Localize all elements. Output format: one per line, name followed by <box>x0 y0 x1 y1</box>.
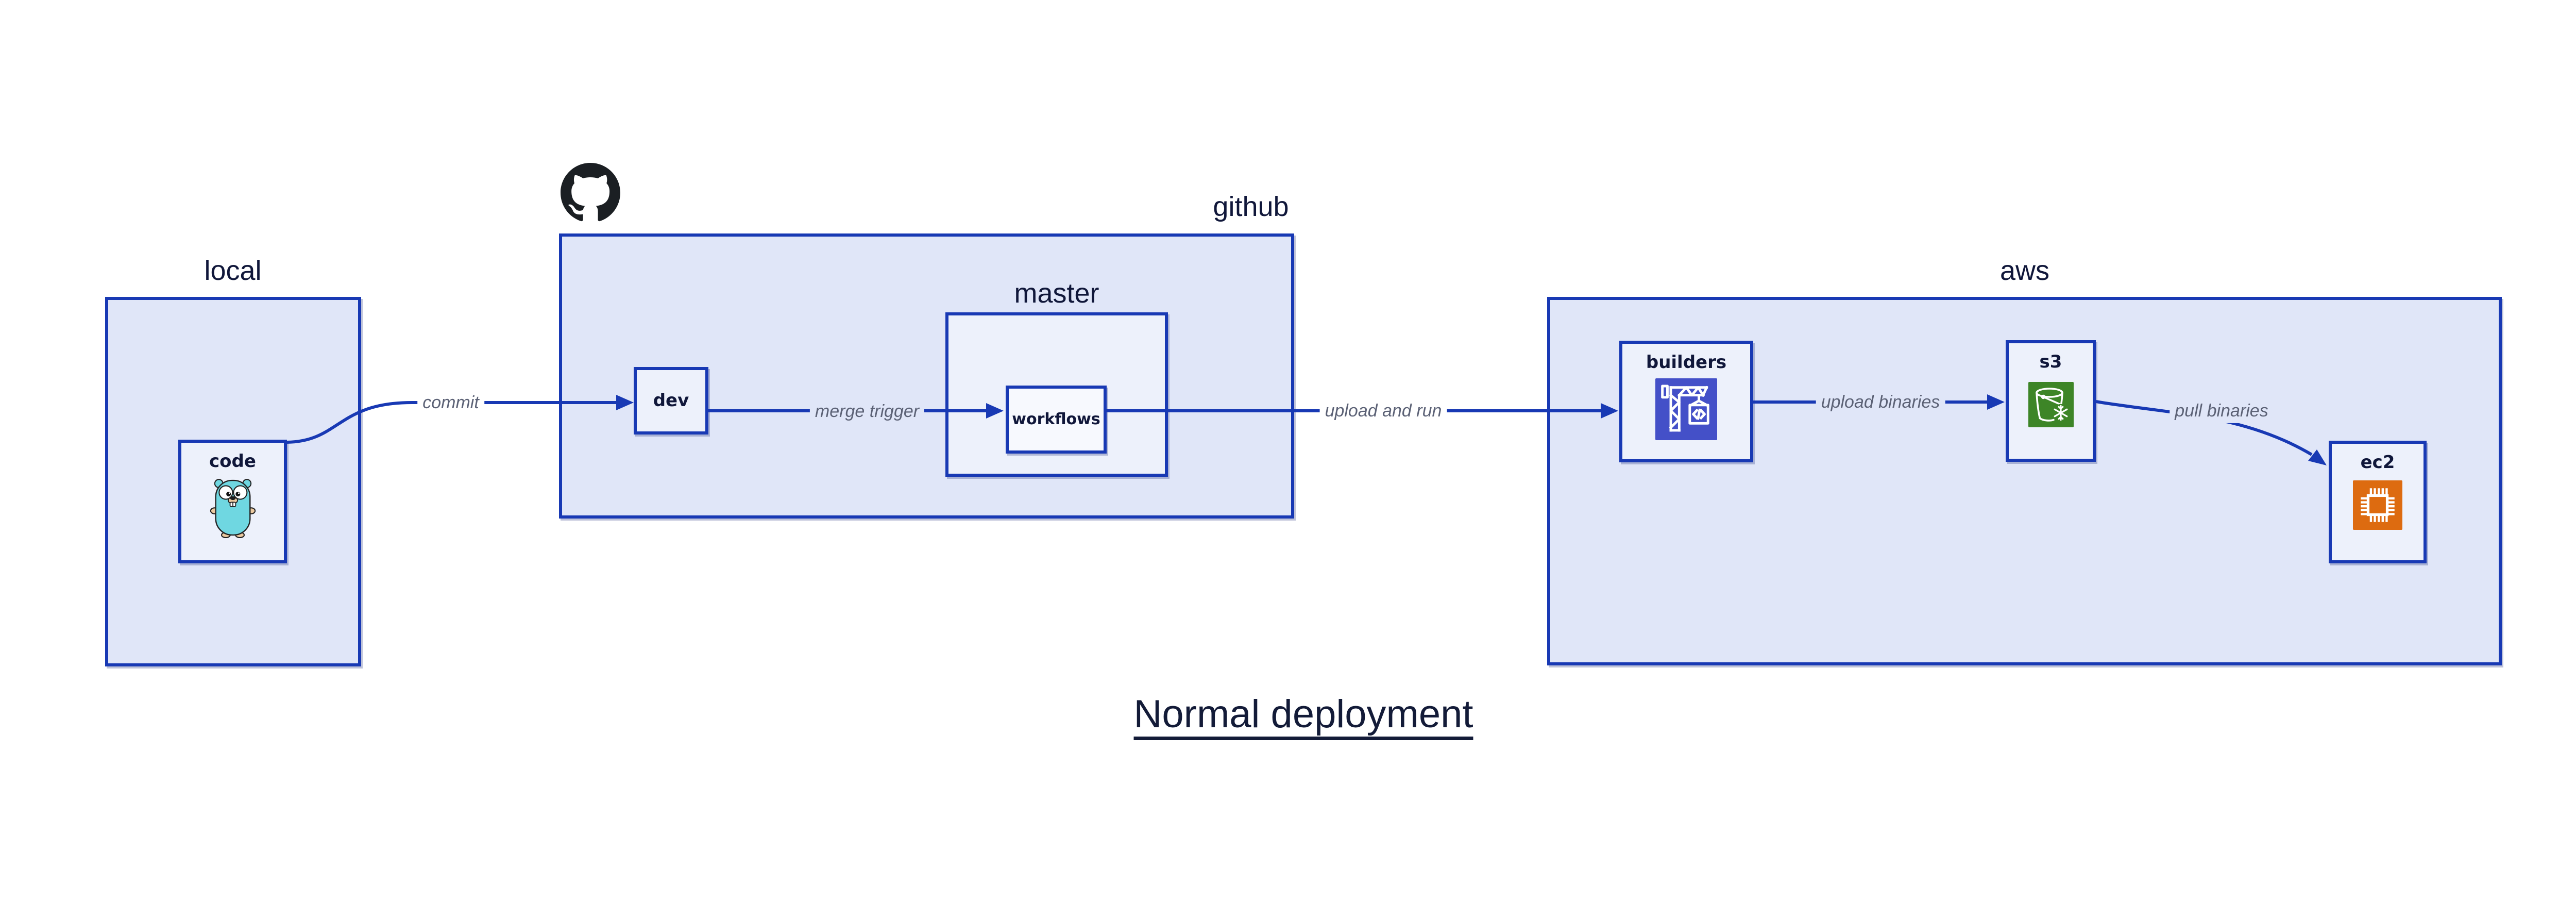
arrowhead-pull-binaries <box>2308 449 2327 465</box>
s3-bucket-snowflake-icon <box>2028 381 2074 427</box>
edge-pull-binaries-label: pull binaries <box>2170 398 2274 424</box>
edge-upload-binaries-label: upload binaries <box>1816 389 1945 415</box>
go-gopher-icon <box>210 478 256 538</box>
node-ec2-label: ec2 <box>2360 452 2395 473</box>
group-local-label: local <box>204 255 262 286</box>
group-github-label: github <box>1213 191 1289 222</box>
group-master-label: master <box>1014 278 1099 309</box>
node-dev-label: dev <box>653 390 689 411</box>
arrowhead-commit <box>616 395 634 410</box>
node-ec2-box: ec2 <box>2329 441 2427 563</box>
edge-merge-trigger-label: merge trigger <box>809 398 925 424</box>
node-code-label: code <box>209 451 256 472</box>
edge-commit-line <box>286 401 616 444</box>
group-aws-label: aws <box>1999 255 2050 286</box>
node-dev-box: dev <box>634 367 708 435</box>
node-s3-box: s3 <box>2006 340 2096 462</box>
diagram-title: Normal deployment <box>1133 692 1473 736</box>
arrowhead-merge-trigger <box>986 403 1004 419</box>
arrowhead-upload-binaries <box>1987 394 2005 410</box>
arrowhead-upload-and-run <box>1601 403 1618 419</box>
github-logo-icon <box>561 163 620 222</box>
edge-commit-label: commit <box>417 390 484 415</box>
node-builders-label: builders <box>1646 352 1727 373</box>
node-workflows-label: workflows <box>1012 410 1100 428</box>
node-code-box: code <box>178 440 287 563</box>
codebuild-crane-icon <box>1655 378 1717 440</box>
node-workflows-box: workflows <box>1006 386 1107 454</box>
ec2-chip-icon <box>2353 480 2402 530</box>
edge-upload-and-run-label: upload and run <box>1319 398 1447 424</box>
node-s3-label: s3 <box>2039 352 2062 372</box>
node-builders-box: builders <box>1619 341 1753 462</box>
